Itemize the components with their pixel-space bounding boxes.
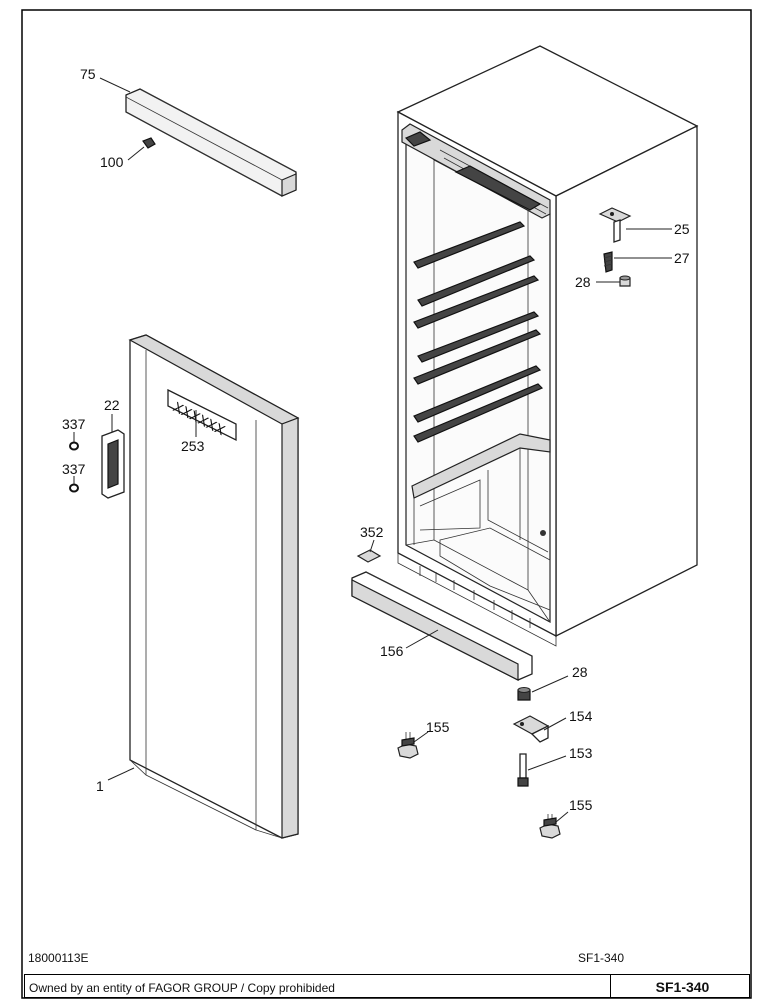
cabinet-body[interactable] (396, 45, 699, 647)
callout-352: 352 (360, 524, 384, 540)
leader-100 (127, 146, 145, 161)
callout-25: 25 (674, 221, 690, 237)
part-153-bolt[interactable] (517, 753, 529, 787)
callout-22: 22 (104, 397, 120, 413)
callout-337-b: 337 (62, 461, 86, 477)
part-28-bushing-top[interactable] (619, 275, 631, 287)
callout-1: 1 (96, 778, 104, 794)
part-25-hinge-bracket[interactable] (598, 207, 632, 243)
callout-156: 156 (380, 643, 404, 659)
leader-75 (99, 77, 131, 93)
leader-154 (543, 717, 567, 731)
part-22-handle[interactable] (101, 429, 125, 499)
callout-75: 75 (80, 66, 96, 82)
leader-156 (405, 629, 439, 649)
leader-155-right (555, 811, 569, 823)
part-1-door[interactable] (128, 334, 300, 839)
footer-model: SF1-340 (655, 979, 710, 995)
part-337-ring-b[interactable] (69, 483, 79, 493)
shelf-rails (413, 221, 544, 443)
part-154-bottom-hinge[interactable] (512, 715, 550, 743)
part-28-bushing-bottom[interactable] (517, 687, 531, 701)
callout-155-right: 155 (569, 797, 593, 813)
callout-154: 154 (569, 708, 593, 724)
callout-155-left: 155 (426, 719, 450, 735)
drawing-number: 18000113E (28, 951, 89, 965)
callout-27: 27 (674, 250, 690, 266)
leader-155-left (413, 731, 429, 743)
part-27-screw[interactable] (603, 251, 613, 273)
callout-28-top: 28 (575, 274, 591, 290)
leader-1 (107, 767, 135, 781)
part-156-kick-plate[interactable] (351, 571, 533, 681)
callout-100: 100 (100, 154, 124, 170)
footer-bar: Owned by an entity of FAGOR GROUP / Copy… (24, 974, 750, 998)
leader-352 (369, 539, 375, 553)
leader-28-bottom (531, 675, 569, 693)
part-75-top-cover[interactable] (125, 88, 297, 197)
part-337-ring-a[interactable] (69, 441, 79, 451)
part-155-foot-right[interactable] (539, 814, 561, 839)
callout-253: 253 (181, 438, 205, 454)
part-352-pad[interactable] (356, 549, 382, 563)
part-100-clip[interactable] (142, 137, 156, 149)
model-code: SF1-340 (578, 951, 625, 965)
footer-separator (610, 975, 611, 997)
footer-ownership-text: Owned by an entity of FAGOR GROUP / Copy… (29, 981, 335, 995)
callout-153: 153 (569, 745, 593, 761)
callout-337-a: 337 (62, 416, 86, 432)
drawing-frame (21, 9, 752, 999)
callout-28-bottom: 28 (572, 664, 588, 680)
part-155-foot-left[interactable] (397, 732, 419, 759)
leader-153 (527, 755, 567, 771)
